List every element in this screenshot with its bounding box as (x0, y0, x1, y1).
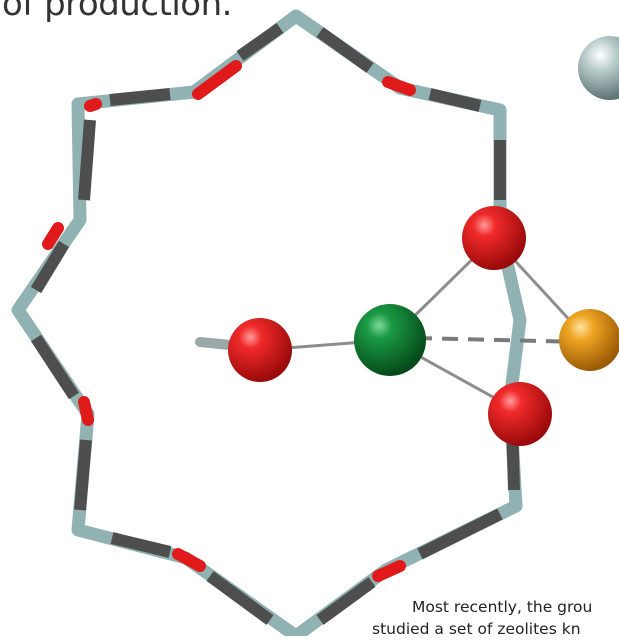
silicon-atom-partial (578, 36, 619, 100)
oxygen-atom-lower (488, 382, 552, 446)
gold-atom-partial (559, 309, 619, 371)
body-text-fragment: Most recently, the grou studied a set of… (372, 596, 619, 640)
metal-atom-center (354, 304, 426, 376)
headline-fragment: of production. (2, 0, 232, 24)
oxygen-atom-upper (462, 206, 526, 270)
caption-line-2: studied a set of zeolites kn (372, 620, 581, 638)
oxygen-atom-left (228, 318, 292, 382)
caption-line-1: Most recently, the grou (412, 598, 593, 616)
interaction-dashed-bond (415, 336, 581, 344)
